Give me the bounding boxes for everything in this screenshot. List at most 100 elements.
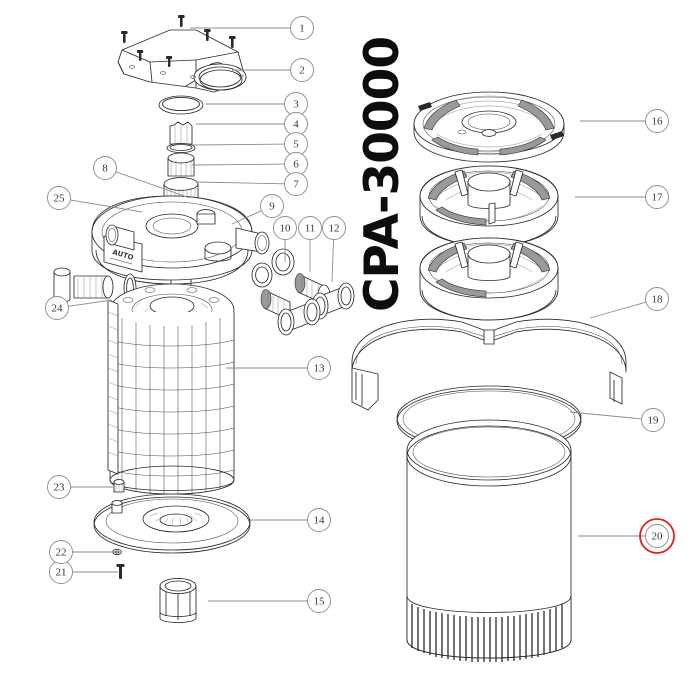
filter-tank-body-part — [406, 419, 572, 662]
callout-number-12: 12 — [329, 223, 340, 235]
callout-bubble-11[interactable] — [298, 216, 322, 240]
callout-bubble-7[interactable] — [284, 172, 308, 196]
drain-cap-lower-part — [111, 500, 123, 514]
callout-bubble-12[interactable] — [322, 216, 346, 240]
callout-leader-5 — [191, 143, 285, 146]
callout-1[interactable]: 1 — [190, 16, 314, 40]
title-text: CPA-30000 — [355, 37, 410, 312]
lid-oring-part — [158, 95, 204, 115]
callout-3[interactable]: 3 — [206, 92, 308, 116]
callout-bubble-24[interactable] — [45, 296, 69, 320]
callout-number-21: 21 — [56, 567, 67, 579]
callout-leader-24 — [68, 299, 113, 307]
callout-number-23: 23 — [54, 482, 66, 494]
drain-screw-part — [116, 564, 125, 579]
callout-4[interactable]: 4 — [196, 112, 308, 136]
callout-22[interactable]: 22 — [49, 540, 117, 564]
callout-leader-25 — [70, 199, 143, 213]
callout-bubble-13[interactable] — [307, 356, 331, 380]
callout-5[interactable]: 5 — [191, 132, 308, 156]
union-fittings-part — [251, 248, 355, 336]
callout-number-25: 25 — [54, 193, 66, 205]
lateral-hub-lower-part — [419, 237, 559, 321]
callout-number-14: 14 — [314, 515, 326, 527]
callout-14[interactable]: 14 — [250, 508, 331, 532]
valve-clamp-handle-part — [117, 29, 247, 93]
tank-clamp-band-part — [351, 318, 627, 411]
callout-16[interactable]: 16 — [580, 109, 669, 133]
callout-number-22: 22 — [56, 547, 67, 559]
callout-bubble-10[interactable] — [273, 216, 297, 240]
callout-13[interactable]: 13 — [226, 356, 331, 380]
callout-leader-8 — [115, 171, 191, 199]
bottom-diffuser-plate-part — [93, 493, 251, 554]
callout-number-4: 4 — [293, 119, 299, 131]
callout-number-9: 9 — [269, 201, 275, 213]
clamp-screws-part — [121, 15, 236, 67]
callout-number-2: 2 — [299, 65, 305, 77]
callout-number-3: 3 — [293, 99, 299, 111]
callout-number-1: 1 — [299, 23, 305, 35]
callout-19[interactable]: 19 — [569, 408, 665, 432]
callout-number-18: 18 — [652, 294, 664, 306]
callout-bubble-2[interactable] — [290, 58, 314, 82]
callout-number-13: 13 — [314, 363, 326, 375]
callout-12[interactable]: 12 — [322, 216, 346, 283]
callout-leader-7 — [195, 181, 285, 185]
multiport-valve-body-part: AUTO — [91, 195, 270, 285]
callout-11[interactable]: 11 — [298, 216, 322, 273]
callout-leader-18 — [589, 301, 647, 319]
callout-bubble-8[interactable] — [93, 156, 117, 180]
callout-bubble-16[interactable] — [645, 109, 669, 133]
callout-23[interactable]: 23 — [47, 475, 115, 499]
callout-21[interactable]: 21 — [49, 560, 119, 584]
callout-number-7: 7 — [293, 179, 299, 191]
callout-2[interactable]: 2 — [232, 58, 314, 82]
callout-24[interactable]: 24 — [45, 296, 113, 320]
callout-number-19: 19 — [648, 415, 660, 427]
callout-number-11: 11 — [305, 223, 316, 235]
callout-10[interactable]: 10 — [273, 216, 297, 263]
callout-bubble-1[interactable] — [290, 16, 314, 40]
callout-number-15: 15 — [314, 596, 326, 608]
callout-number-17: 17 — [652, 192, 664, 204]
callout-9[interactable]: 9 — [231, 194, 284, 225]
callout-bubble-22[interactable] — [49, 540, 73, 564]
drain-cap-part — [113, 479, 125, 493]
callout-bubble-9[interactable] — [260, 194, 284, 218]
strainer-basket-part — [159, 577, 197, 623]
callout-number-5: 5 — [293, 139, 299, 151]
callout-leader-12 — [331, 239, 335, 283]
callout-7[interactable]: 7 — [195, 172, 308, 196]
callout-bubble-23[interactable] — [47, 475, 71, 499]
callout-15[interactable]: 15 — [208, 589, 331, 613]
callout-bubble-14[interactable] — [307, 508, 331, 532]
callout-6[interactable]: 6 — [191, 152, 308, 176]
callout-leader-6 — [191, 163, 285, 166]
callout-bubble-17[interactable] — [645, 185, 669, 209]
callout-18[interactable]: 18 — [589, 287, 669, 319]
callout-number-6: 6 — [293, 159, 299, 171]
callout-number-10: 10 — [280, 223, 292, 235]
callout-number-20: 20 — [652, 531, 664, 543]
callout-bubble-18[interactable] — [645, 287, 669, 311]
callout-leader-19 — [569, 411, 642, 420]
callout-bubble-15[interactable] — [307, 589, 331, 613]
callout-25[interactable]: 25 — [47, 186, 143, 213]
callout-bubble-25[interactable] — [47, 186, 71, 210]
callout-number-8: 8 — [102, 163, 108, 175]
callout-number-24: 24 — [52, 303, 64, 315]
diagram-title: CPA-30000 — [355, 37, 410, 312]
callout-bubble-20[interactable] — [645, 524, 669, 548]
lateral-cartridge-part — [107, 283, 235, 496]
callout-20[interactable]: 20 — [578, 518, 675, 554]
callout-bubble-19[interactable] — [641, 408, 665, 432]
callout-17[interactable]: 17 — [575, 185, 669, 209]
callout-leader-9 — [231, 210, 262, 225]
callout-number-16: 16 — [652, 116, 664, 128]
callout-8[interactable]: 8 — [93, 156, 191, 199]
lateral-hub-upper-part — [419, 165, 559, 247]
